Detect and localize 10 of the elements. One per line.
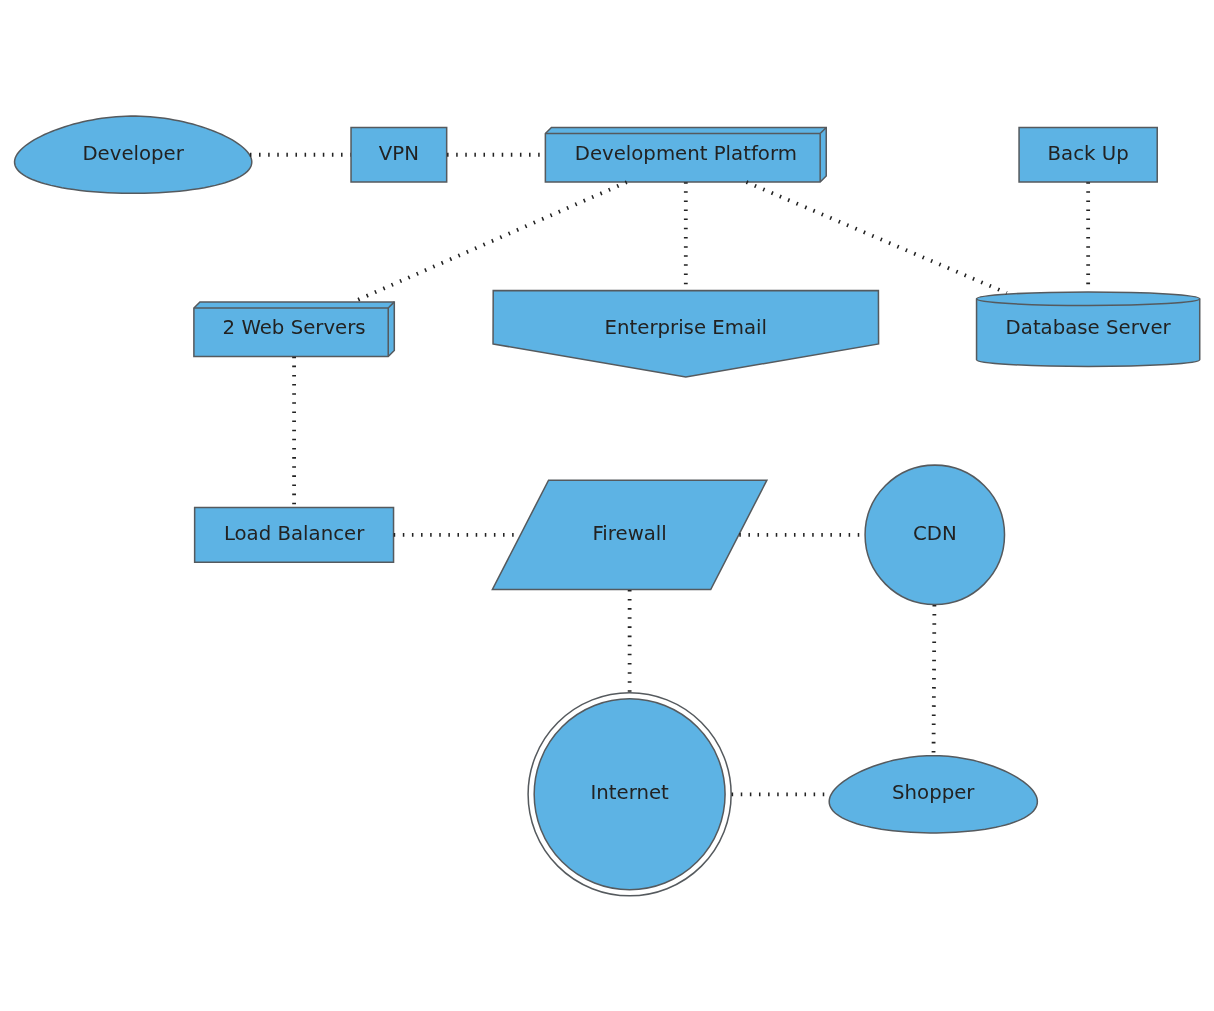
node-box: VPN bbox=[350, 126, 448, 183]
node-circle: Internet bbox=[527, 691, 732, 897]
connector bbox=[627, 589, 632, 692]
node-circle: CDN bbox=[864, 463, 1006, 605]
connector bbox=[931, 604, 937, 756]
node-box: Back Up bbox=[1018, 126, 1158, 183]
node-box: Load Balancer bbox=[193, 506, 395, 563]
connector bbox=[249, 152, 351, 157]
connector bbox=[745, 179, 1008, 295]
connector bbox=[292, 356, 296, 507]
